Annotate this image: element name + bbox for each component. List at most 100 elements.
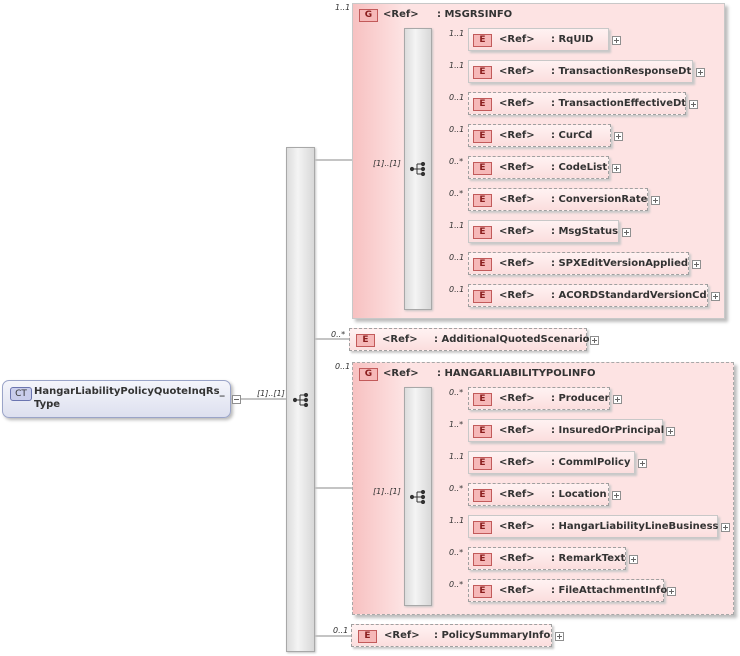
element-tag: E (356, 334, 375, 347)
expand-icon[interactable] (666, 427, 675, 436)
ref-label: <Ref> (499, 553, 535, 564)
expand-icon[interactable] (613, 395, 622, 404)
element-commlpolicy[interactable]: E <Ref> : CommlPolicy (468, 451, 635, 474)
element-hangarliabilitylinebusiness[interactable]: E <Ref> : HangarLiabilityLineBusiness (468, 515, 718, 538)
root-cardinality: [1]..[1] (257, 389, 285, 398)
element-tag: E (473, 34, 492, 47)
element-producer[interactable]: E <Ref> : Producer (468, 387, 610, 410)
collapse-icon[interactable] (232, 395, 241, 404)
expand-icon[interactable] (555, 632, 564, 641)
expand-icon[interactable] (651, 196, 660, 205)
ref-label: <Ref> (383, 9, 419, 20)
element-tag: E (473, 553, 492, 566)
element-cardinality: 1..* (449, 420, 464, 429)
sequence-icon (410, 490, 426, 504)
expand-icon[interactable] (689, 100, 698, 109)
main-sequence-compositor[interactable] (286, 147, 315, 652)
expand-icon[interactable] (696, 68, 705, 77)
element-cardinality: 0..1 (449, 253, 465, 262)
element-location[interactable]: E <Ref> : Location (468, 483, 609, 506)
element-transactionresponsedt[interactable]: E <Ref> : TransactionResponseDt (468, 60, 693, 83)
element-name: : AdditionalQuotedScenario (434, 334, 590, 345)
element-acordstandardversioncd[interactable]: E <Ref> : ACORDStandardVersionCd (468, 284, 708, 307)
element-name: : Location (551, 489, 607, 500)
element-cardinality: 0..* (449, 484, 464, 493)
expand-icon[interactable] (612, 164, 621, 173)
element-cardinality: 0..* (449, 548, 464, 557)
expand-icon[interactable] (721, 523, 730, 532)
ref-label: <Ref> (499, 194, 535, 205)
element-cardinality: 1..1 (449, 29, 465, 38)
ref-label: <Ref> (499, 66, 535, 77)
element-tag: E (473, 290, 492, 303)
element-name: : CommlPolicy (551, 457, 631, 468)
element-insuredorprincipal[interactable]: E <Ref> : InsuredOrPrincipal (468, 419, 665, 442)
element-spxeditversionapplied[interactable]: E <Ref> : SPXEditVersionApplied (468, 252, 689, 275)
expand-icon[interactable] (614, 132, 623, 141)
expand-icon[interactable] (590, 336, 599, 345)
complex-type-name: HangarLiabilityPolicyQuoteInqRs_Type (34, 386, 225, 410)
element-curcd[interactable]: E <Ref> : CurCd (468, 124, 611, 147)
element-cardinality: 1..1 (449, 452, 465, 461)
hangar-cardinality: 0..1 (335, 362, 351, 371)
ref-label: <Ref> (499, 457, 535, 468)
element-remarktext[interactable]: E <Ref> : RemarkText (468, 547, 626, 570)
element-tag: E (473, 585, 492, 598)
element-name: : ACORDStandardVersionCd (551, 290, 707, 301)
element-name: : RqUID (551, 34, 594, 45)
element-name: : PolicySummaryInfo (434, 630, 551, 641)
element-name: : CurCd (551, 130, 593, 141)
element-msgstatus[interactable]: E <Ref> : MsgStatus (468, 220, 619, 243)
expand-icon[interactable] (711, 292, 720, 301)
element-tag: E (358, 630, 377, 643)
element-name: : TransactionResponseDt (551, 66, 692, 77)
ref-label: <Ref> (499, 258, 535, 269)
expand-icon[interactable] (612, 491, 621, 500)
element-tag: E (473, 521, 492, 534)
expand-icon[interactable] (629, 555, 638, 564)
msgrsinfo-seq-cardinality: [1]..[1] (373, 159, 401, 168)
expand-icon[interactable] (638, 459, 647, 468)
ref-label: <Ref> (499, 489, 535, 500)
complex-type-box[interactable]: CT HangarLiabilityPolicyQuoteInqRs_Type (2, 380, 231, 418)
element-name: : RemarkText (551, 553, 626, 564)
expand-icon[interactable] (612, 36, 621, 45)
element-tag: E (473, 194, 492, 207)
element-tag: E (473, 130, 492, 143)
sequence-icon (410, 162, 426, 176)
ref-label: <Ref> (382, 334, 418, 345)
sequence-icon (293, 393, 309, 407)
element-tag: E (473, 489, 492, 502)
element-codelist[interactable]: E <Ref> : CodeList (468, 156, 609, 179)
ref-label: <Ref> (499, 521, 535, 532)
element-additionalquotedscenario[interactable]: E <Ref> : AdditionalQuotedScenario (349, 328, 590, 351)
element-cardinality: 0..* (449, 388, 464, 397)
expand-icon[interactable] (692, 260, 701, 269)
element-cardinality: 0..1 (449, 125, 465, 134)
element-tag: E (473, 393, 492, 406)
ref-label: <Ref> (384, 630, 420, 641)
element-policysummaryinfo[interactable]: E <Ref> : PolicySummaryInfo (351, 624, 552, 647)
element-tag: E (473, 457, 492, 470)
element-rquid[interactable]: E <Ref> : RqUID (468, 28, 609, 51)
element-tag: E (473, 162, 492, 175)
element-transactioneffectivedt[interactable]: E <Ref> : TransactionEffectiveDt (468, 92, 686, 115)
ref-label: <Ref> (499, 162, 535, 173)
ref-label: <Ref> (499, 585, 535, 596)
element-name: : CodeList (551, 162, 608, 173)
element-tag: E (473, 226, 492, 239)
group-name: : MSGRSINFO (437, 9, 513, 20)
element-cardinality: 0..* (449, 189, 464, 198)
hangar-sequence-compositor[interactable] (404, 387, 432, 606)
msgrsinfo-sequence-compositor[interactable] (404, 28, 432, 310)
element-cardinality: 0..1 (449, 93, 465, 102)
element-fileattachmentinfo[interactable]: E <Ref> : FileAttachmentInfo (468, 579, 667, 602)
element-cardinality: 0..1 (333, 626, 349, 635)
element-name: : InsuredOrPrincipal (551, 425, 665, 436)
element-name: : HangarLiabilityLineBusiness (551, 521, 719, 532)
element-conversionrate[interactable]: E <Ref> : ConversionRate (468, 188, 648, 211)
expand-icon[interactable] (622, 228, 631, 237)
element-tag: E (473, 258, 492, 271)
expand-icon[interactable] (667, 587, 676, 596)
element-name: : MsgStatus (551, 226, 619, 237)
